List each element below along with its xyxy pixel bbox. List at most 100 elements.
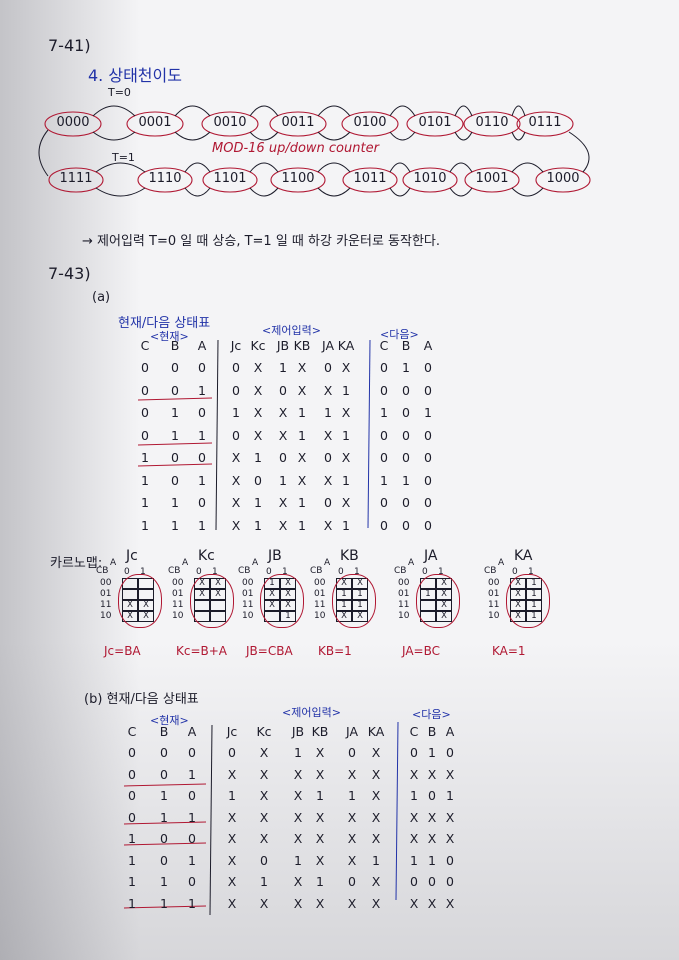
state-oval bbox=[137, 167, 193, 193]
table-a-cell: X bbox=[278, 405, 288, 420]
table-b-cell: 1 bbox=[260, 874, 268, 889]
table-b-cell: X bbox=[371, 874, 381, 889]
table-b-cell: X bbox=[347, 852, 357, 868]
table-a-cell: 1 bbox=[298, 517, 306, 533]
table-b-cell: X bbox=[409, 831, 419, 846]
table-b-cell: 1 bbox=[410, 788, 418, 803]
table-b-cell: X bbox=[315, 895, 325, 911]
kmap-col-var: A bbox=[408, 558, 415, 568]
table-a-cell: 1 bbox=[141, 517, 149, 533]
state-oval bbox=[126, 111, 184, 137]
table-a-cell: 1 bbox=[342, 427, 350, 443]
table-b-cell: 0 bbox=[446, 874, 454, 889]
table-b-cell: X bbox=[371, 809, 381, 825]
table-a-cell: 1 bbox=[198, 427, 206, 443]
table-b-cell: 1 bbox=[188, 809, 196, 825]
kmap-row-label: 11 bbox=[100, 600, 112, 610]
table-a-cell: 0 bbox=[424, 495, 432, 510]
table-b-cell: X bbox=[409, 766, 419, 782]
table-b-header: JB bbox=[291, 723, 305, 739]
table-b-cell: X bbox=[315, 809, 325, 825]
kmap-row-label: 00 bbox=[172, 578, 184, 588]
transition-arrow bbox=[184, 162, 211, 173]
kmap-col-var: A bbox=[324, 558, 331, 568]
table-a-cell: X bbox=[231, 450, 241, 465]
state-label: 0011 bbox=[281, 115, 315, 130]
kmap-row-label: 01 bbox=[242, 589, 254, 599]
table-b-cell: 0 bbox=[188, 831, 196, 846]
table-a-cell: 0 bbox=[380, 360, 388, 375]
table-b-cell: 0 bbox=[188, 874, 196, 889]
table-b-cell: 1 bbox=[446, 788, 454, 803]
table-b-cell: X bbox=[445, 809, 455, 825]
table-a-header: B bbox=[401, 337, 411, 353]
table-a-cell: 0 bbox=[198, 450, 206, 465]
table-a-cell: 1 bbox=[342, 517, 350, 533]
kmap-result: JB=CBA bbox=[246, 644, 293, 658]
table-a-cell: 1 bbox=[198, 382, 206, 398]
table-a-cell: 1 bbox=[380, 405, 388, 420]
kmap-col-label: 0 bbox=[422, 567, 428, 577]
table-a-cell: 0 bbox=[402, 517, 410, 533]
table-b-cell: 0 bbox=[410, 874, 418, 889]
kmap-title: KA bbox=[514, 548, 533, 564]
table-b-cell: 1 bbox=[128, 852, 136, 868]
table-a-cell: 0 bbox=[402, 450, 410, 465]
transition-arrow bbox=[389, 187, 411, 197]
table-b-cell: X bbox=[409, 809, 419, 825]
table-a-cell: 1 bbox=[171, 517, 179, 533]
kmap-group-loop bbox=[332, 574, 376, 628]
table-b-cell: X bbox=[259, 831, 269, 846]
state-label: 0001 bbox=[138, 115, 172, 130]
kmap-col-var: A bbox=[498, 558, 505, 568]
table-a-cell: X bbox=[341, 360, 351, 375]
table-a-cell: 0 bbox=[402, 495, 410, 510]
table-b-cell: X bbox=[227, 852, 237, 868]
table-b-cell: 1 bbox=[316, 874, 324, 889]
kmap-result: Jc=BA bbox=[104, 644, 141, 658]
table-b-cell: 1 bbox=[294, 852, 302, 868]
table-a-cell: 0 bbox=[171, 450, 179, 465]
kmap-row-var: CB bbox=[310, 566, 323, 576]
state-label: 1110 bbox=[148, 171, 182, 186]
state-label: 0000 bbox=[56, 115, 90, 130]
transition-arrow bbox=[249, 131, 279, 141]
table-a-cell: 1 bbox=[424, 405, 432, 420]
table-a-cell: X bbox=[341, 405, 351, 420]
kmap-title: Jc bbox=[126, 548, 138, 564]
transition-arrow bbox=[174, 105, 211, 117]
table-b-cell: X bbox=[315, 766, 325, 782]
transition-arrow bbox=[511, 187, 544, 197]
transition-arrow bbox=[184, 187, 211, 197]
table-a-cell: 0 bbox=[380, 427, 388, 443]
table-a-cell: 0 bbox=[402, 405, 410, 420]
transition-arrow bbox=[389, 131, 416, 141]
table-b-header: A bbox=[187, 723, 197, 739]
table-a-cell: 0 bbox=[424, 382, 432, 398]
table-b-cell: X bbox=[293, 788, 303, 803]
state-label: 1100 bbox=[281, 171, 315, 186]
table-b-cell: X bbox=[293, 809, 303, 825]
table-b-cell: X bbox=[427, 766, 437, 782]
table-b-cell: 0 bbox=[128, 809, 136, 825]
kmap-result: KB=1 bbox=[318, 644, 352, 658]
table-a-header: A bbox=[197, 337, 207, 353]
problem-number-2: 7-43) bbox=[48, 264, 91, 283]
table-b-cell: 1 bbox=[188, 852, 196, 868]
kmap-result: Kc=B+A bbox=[176, 644, 228, 658]
kmap-title: Kc bbox=[198, 548, 215, 564]
kmap-row-label: 10 bbox=[314, 611, 326, 621]
transition-arrow bbox=[249, 162, 279, 173]
kmap-row-var: CB bbox=[238, 566, 251, 576]
transition-arrow bbox=[317, 105, 351, 117]
kmap-row-label: 01 bbox=[398, 589, 410, 599]
state-label: 1010 bbox=[413, 171, 447, 186]
table-b-cell: 1 bbox=[160, 874, 168, 889]
table-a-cell: 0 bbox=[279, 382, 287, 398]
kmap-row-label: 00 bbox=[314, 578, 326, 588]
table-b-cell: X bbox=[259, 745, 269, 760]
kmap-row-label: 10 bbox=[242, 611, 254, 621]
table-b-cell: X bbox=[227, 831, 237, 846]
table-b-cell: 0 bbox=[446, 745, 454, 760]
table-a-cell: 1 bbox=[279, 472, 287, 488]
